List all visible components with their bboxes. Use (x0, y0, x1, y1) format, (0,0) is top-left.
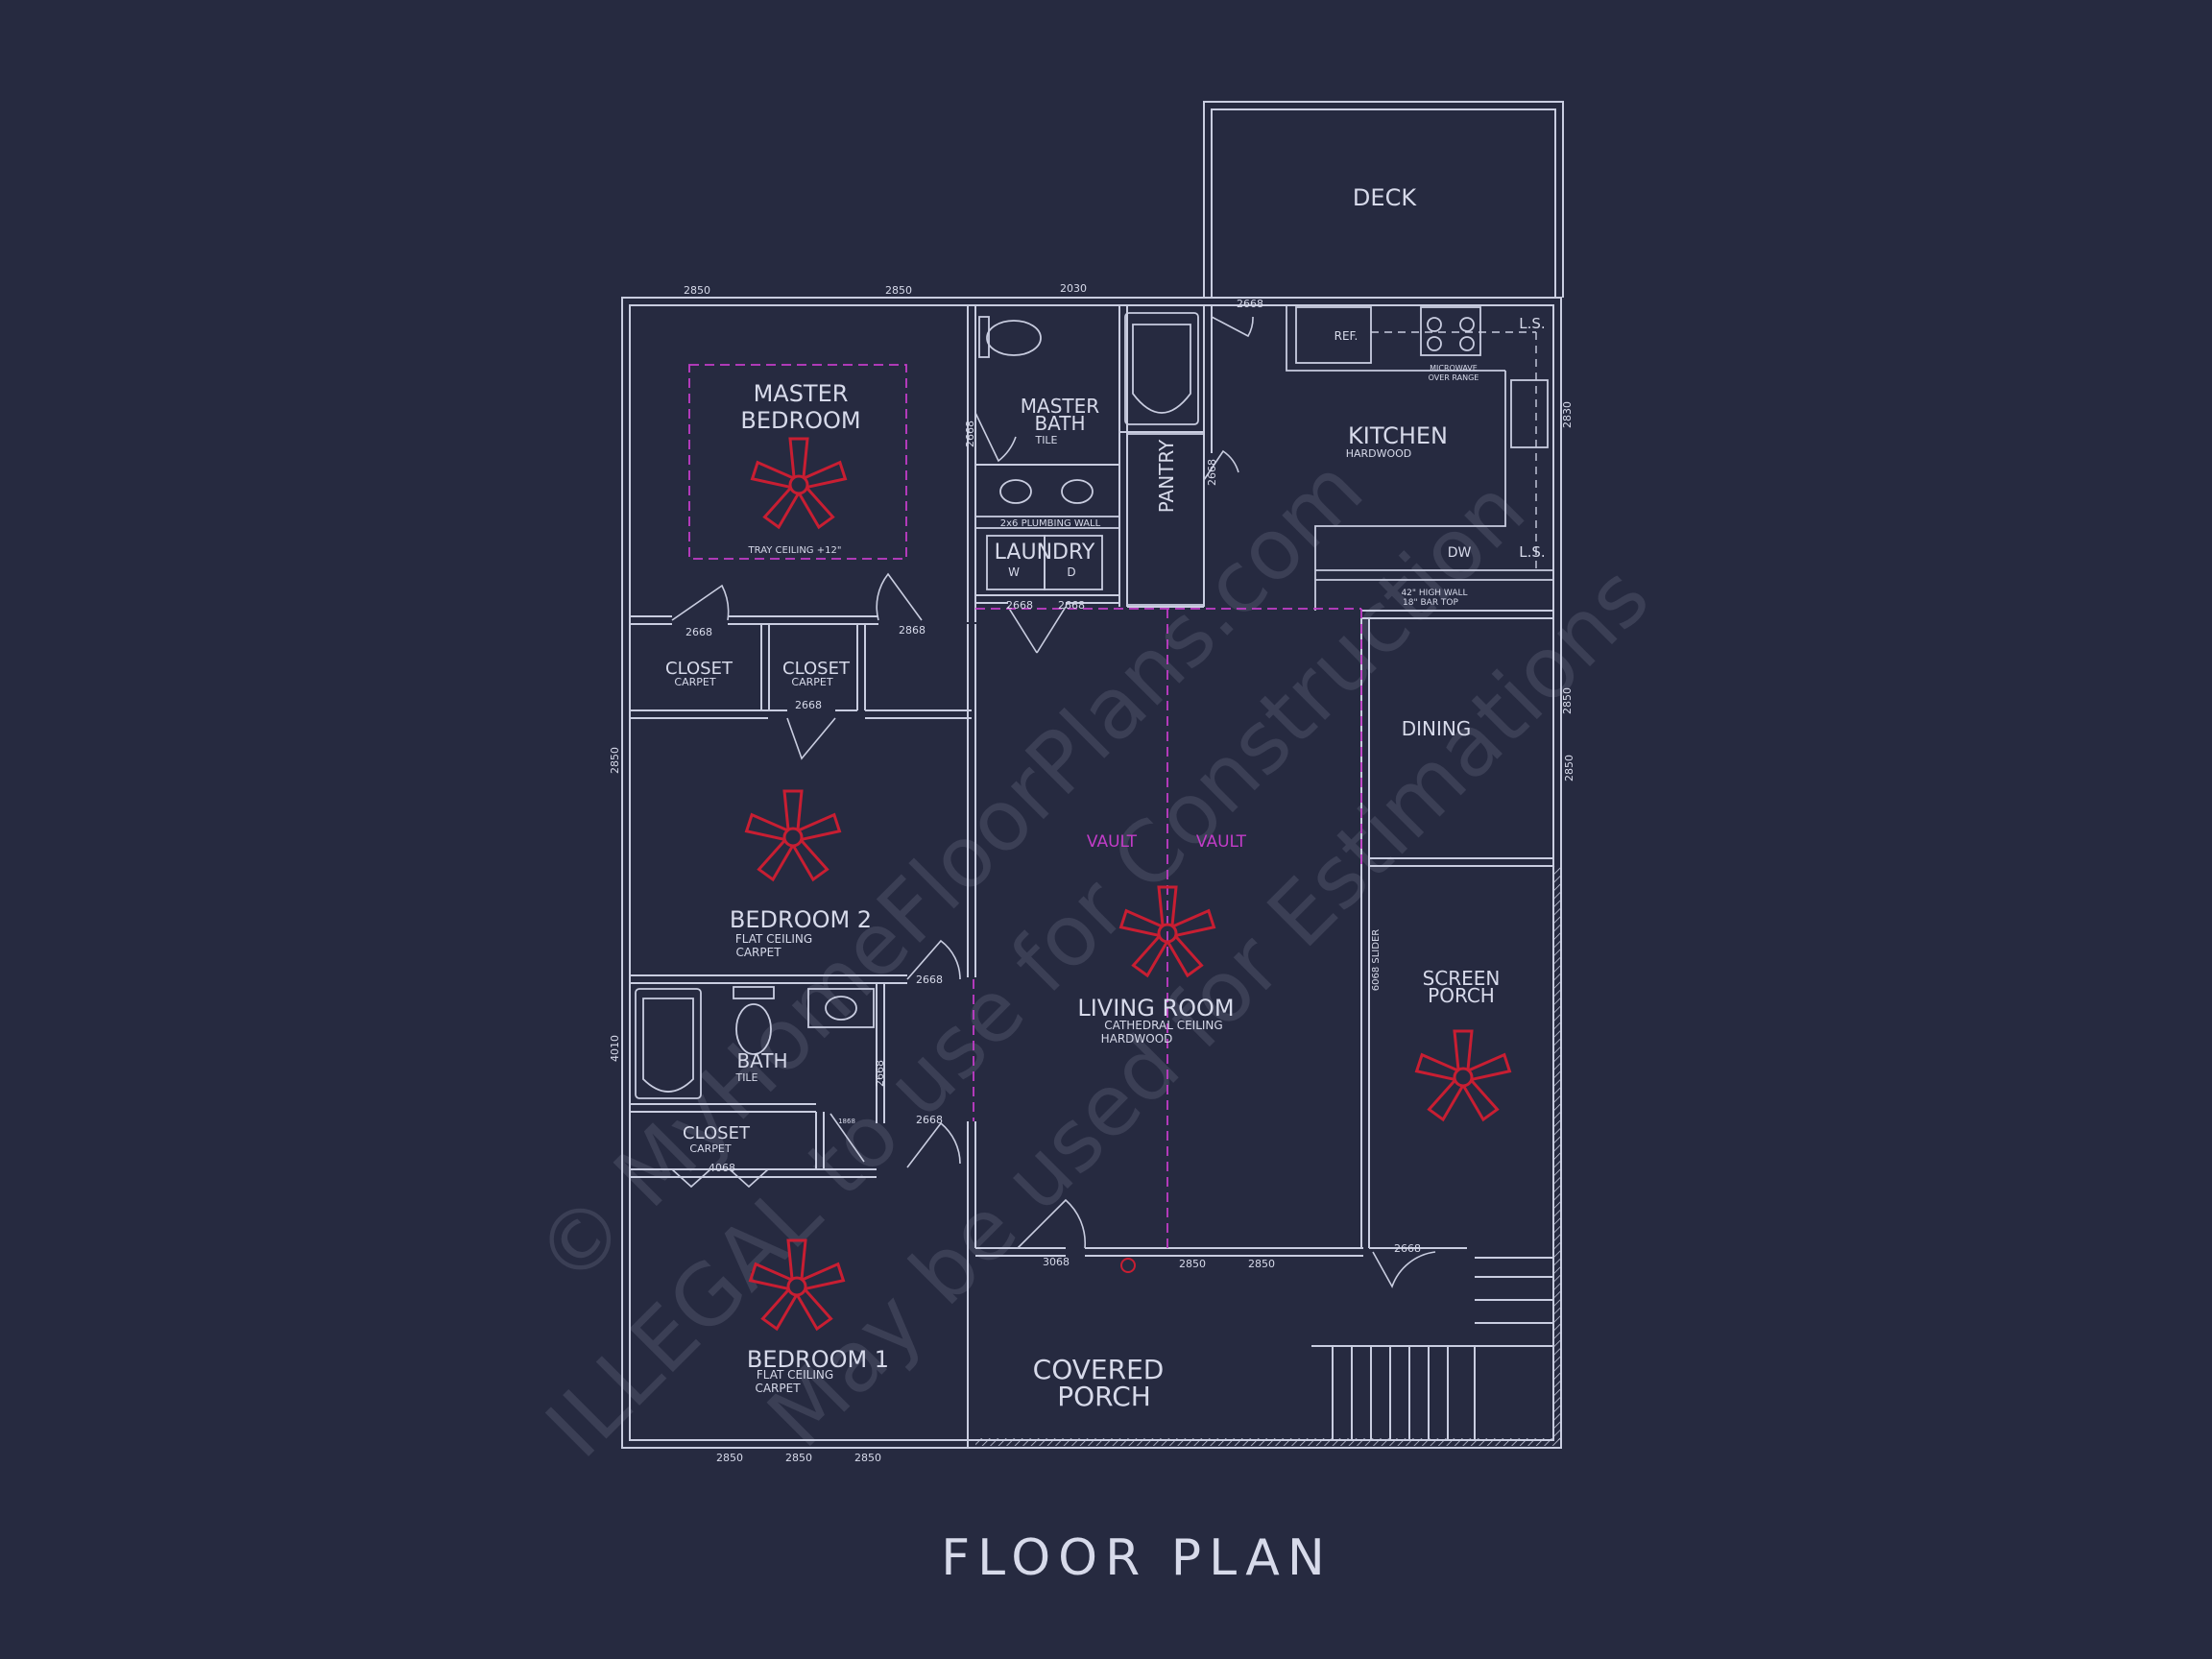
dim-front-window-1: 2850 (1179, 1258, 1206, 1270)
ceiling-fan-master (751, 437, 847, 529)
dim-bottom-window-1: 2850 (716, 1452, 743, 1464)
dimension-labels: 2850 2850 2030 2668 2668 2668 2830 2668 … (609, 282, 1575, 1464)
vault-label-left: VAULT (1087, 832, 1138, 852)
ceiling-fan-bedroom2 (745, 789, 841, 881)
dryer-label: D (1067, 565, 1075, 579)
dishwasher-label: DW (1448, 545, 1472, 561)
room-labels: DECK MASTER BEDROOM TRAY CEILING +12" MA… (665, 184, 1546, 1412)
dim-bath-door: 2668 (874, 1060, 886, 1087)
living-floor: HARDWOOD (1101, 1032, 1173, 1046)
master-bedroom-label-2: BEDROOM (740, 407, 860, 434)
bar-note-1: 42" HIGH WALL (1401, 589, 1467, 598)
dim-top-window-3: 2030 (1060, 282, 1087, 295)
plumbing-wall-note: 2x6 PLUMBING WALL (1000, 518, 1101, 529)
screen-porch-label-1: SCREEN (1423, 967, 1501, 990)
fixtures (635, 305, 1553, 1099)
kitchen-dashed (1371, 331, 1537, 570)
closet-2-label: CLOSET (782, 659, 851, 679)
dim-kitchen-window: 2830 (1561, 401, 1574, 428)
dim-closet2-door: 2668 (795, 699, 822, 711)
watermark-line-1: © MyHomeFloorPlans.com (517, 440, 1382, 1305)
microwave-note-1: MICROWAVE (1430, 364, 1478, 373)
bath-label: BATH (736, 1049, 787, 1072)
covered-porch-label-2: PORCH (1057, 1381, 1151, 1412)
laundry-label: LAUNDRY (995, 541, 1095, 565)
closet-doors (671, 1168, 769, 1189)
pantry-label: PANTRY (1155, 439, 1178, 513)
bedroom2-ceiling: FLAT CEILING (735, 932, 812, 946)
lazy-susan-top: L.S. (1519, 315, 1545, 332)
screen-porch-label-2: PORCH (1428, 984, 1495, 1007)
dim-bottom-window-3: 2850 (854, 1452, 881, 1464)
slider-label: 6068 SLIDER (1371, 929, 1382, 992)
bedroom2-label: BEDROOM 2 (730, 906, 872, 933)
dim-pantry-door: 2668 (1206, 459, 1218, 486)
bath-floor: TILE (734, 1071, 757, 1084)
dim-right-window-1: 2850 (1561, 687, 1574, 714)
drawing-title: FLOOR PLAN (941, 1529, 1333, 1587)
screen-porch-hatch (1553, 866, 1561, 1440)
dim-linen: 1868 (838, 1118, 855, 1125)
dim-closet3-door: 4068 (709, 1162, 735, 1174)
master-bath-label-1: MASTER (1021, 395, 1099, 418)
vault-label-right: VAULT (1196, 832, 1247, 852)
dim-bedroom2-door: 2668 (916, 974, 943, 986)
tray-ceiling-note: TRAY CEILING +12" (748, 545, 842, 556)
washer-label: W (1008, 565, 1020, 579)
dining-label: DINING (1402, 717, 1472, 740)
dim-master-closet-door: 2668 (685, 626, 712, 638)
closet-1-floor: CARPET (674, 676, 715, 688)
dim-left-window: 2850 (609, 747, 621, 774)
lazy-susan-bottom: L.S. (1519, 543, 1545, 561)
dim-bath-window: 4010 (609, 1035, 621, 1062)
bedroom2-floor: CARPET (735, 946, 781, 959)
bar-note-2: 18" BAR TOP (1403, 598, 1458, 608)
dim-top-window-1: 2850 (684, 284, 710, 297)
ceiling-lines (688, 364, 1362, 1248)
kitchen-floor: HARDWOOD (1346, 447, 1412, 460)
dim-master-bed-door: 2868 (899, 624, 926, 637)
bedroom1-floor: CARPET (755, 1382, 801, 1395)
closet-2-floor: CARPET (791, 676, 832, 688)
dim-deck-door: 2668 (1237, 298, 1263, 310)
ref-label: REF. (1334, 329, 1358, 343)
closet-3-floor: CARPET (689, 1142, 731, 1155)
dim-front-window-2: 2850 (1248, 1258, 1275, 1270)
bedroom1-label: BEDROOM 1 (747, 1346, 889, 1373)
dim-bottom-window-2: 2850 (785, 1452, 812, 1464)
stairs (1332, 1276, 1553, 1440)
bedroom1-ceiling: FLAT CEILING (757, 1368, 833, 1382)
ceiling-fan-screen-porch (1415, 1029, 1511, 1121)
walls (621, 101, 1564, 1449)
dim-right-window-2: 2850 (1563, 755, 1575, 781)
dim-screen-door: 2668 (1394, 1242, 1421, 1255)
kitchen-label: KITCHEN (1348, 422, 1448, 449)
master-bath-floor: TILE (1034, 434, 1057, 446)
door-swings (671, 316, 1436, 1288)
microwave-note-2: OVER RANGE (1429, 373, 1479, 382)
watermark-line-2: ILLEGAL to use for Construction (527, 460, 1544, 1477)
dim-laundry-door-2: 2668 (1058, 599, 1085, 612)
dim-bedroom1-door: 2668 (916, 1114, 943, 1126)
exterior-light-icon (1120, 1258, 1136, 1273)
covered-porch-label-1: COVERED (1033, 1354, 1165, 1385)
porch-hatch-bottom (975, 1438, 1561, 1446)
master-bath-label-2: BATH (1034, 412, 1085, 435)
living-room-label: LIVING ROOM (1077, 995, 1234, 1022)
dim-master-bath-door: 2668 (964, 421, 976, 447)
dim-front-door: 3068 (1043, 1256, 1070, 1268)
dim-laundry-door-1: 2668 (1006, 599, 1033, 612)
closet-1-label: CLOSET (665, 659, 733, 679)
dim-top-window-2: 2850 (885, 284, 912, 297)
closet-3-label: CLOSET (683, 1123, 751, 1143)
living-ceiling: CATHEDRAL CEILING (1104, 1019, 1222, 1032)
deck-label: DECK (1353, 184, 1417, 211)
master-bedroom-label-1: MASTER (754, 380, 849, 407)
